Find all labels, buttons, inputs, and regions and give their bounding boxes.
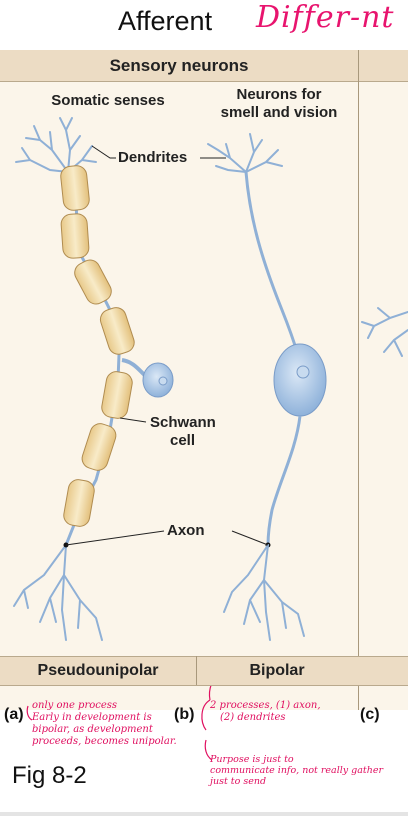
column-divider [358, 50, 359, 710]
handwritten-note-a: only one process Early in development is… [32, 700, 202, 748]
bipolar-dendrite-shaft [244, 171, 300, 356]
footer-band [0, 656, 408, 686]
note-a-line: proceeds, becomes unipolar. [32, 736, 177, 747]
bipolar-axon-shaft [266, 415, 302, 546]
handwritten-note-b-purpose: Purpose is just to communicate info, not… [210, 754, 408, 787]
note-b-line: (2) dendrites [220, 712, 286, 723]
handwritten-note-b: 2 processes, (1) axon, (2) dendrites [210, 700, 360, 724]
axon-callout: Axon [167, 522, 205, 539]
pseudounipolar-dendrites [15, 117, 97, 173]
schwann-line1: Schwann [150, 414, 216, 431]
panel-letter-b: (b) [174, 706, 195, 723]
note-b2-line: Purpose is just to [210, 754, 294, 765]
bottom-rule [0, 812, 408, 816]
figure-heading: Afferent [118, 6, 213, 36]
header-band [0, 50, 408, 82]
figure-panel [0, 50, 408, 710]
sensory-neurons-header: Sensory neurons [109, 56, 249, 75]
note-a-line: only one process [32, 700, 118, 711]
bipolar-label: Bipolar [249, 662, 305, 679]
panel-letter-c: (c) [360, 706, 380, 723]
panel-letter-a: (a) [4, 706, 24, 723]
note-b2-line: just to send [210, 776, 267, 787]
pseudounipolar-soma [142, 362, 174, 398]
leader-lines [65, 145, 269, 546]
smell-vision-label: Neurons for smell and vision [196, 86, 362, 122]
bipolar-dendrites [207, 133, 283, 173]
schwann-cell-callout: Schwann cell [150, 414, 216, 450]
smell-vision-line2: smell and vision [220, 104, 338, 121]
note-a-line: Early in development is [32, 712, 152, 723]
smell-vision-line1: Neurons for [236, 86, 322, 103]
bipolar-soma [273, 343, 327, 417]
bipolar-terminals [223, 544, 305, 641]
pseudounipolar-label: Pseudounipolar [37, 662, 159, 679]
note-a-line: bipolar, as development [32, 724, 153, 735]
pseudounipolar-terminals [13, 544, 103, 641]
handwritten-annotation-top: Differ-nt [256, 0, 395, 35]
somatic-senses-label: Somatic senses [51, 92, 165, 109]
dendrites-callout: Dendrites [118, 149, 188, 166]
note-b2-line: communicate info, not really gather [210, 765, 384, 776]
partial-neuron-right [361, 307, 408, 357]
figure-label: Fig 8-2 [12, 762, 87, 789]
schwann-line2: cell [170, 432, 196, 449]
note-b-line: 2 processes, (1) axon, [210, 700, 321, 711]
pseudounipolar-myelin [60, 165, 135, 527]
footer-divider [196, 656, 197, 685]
